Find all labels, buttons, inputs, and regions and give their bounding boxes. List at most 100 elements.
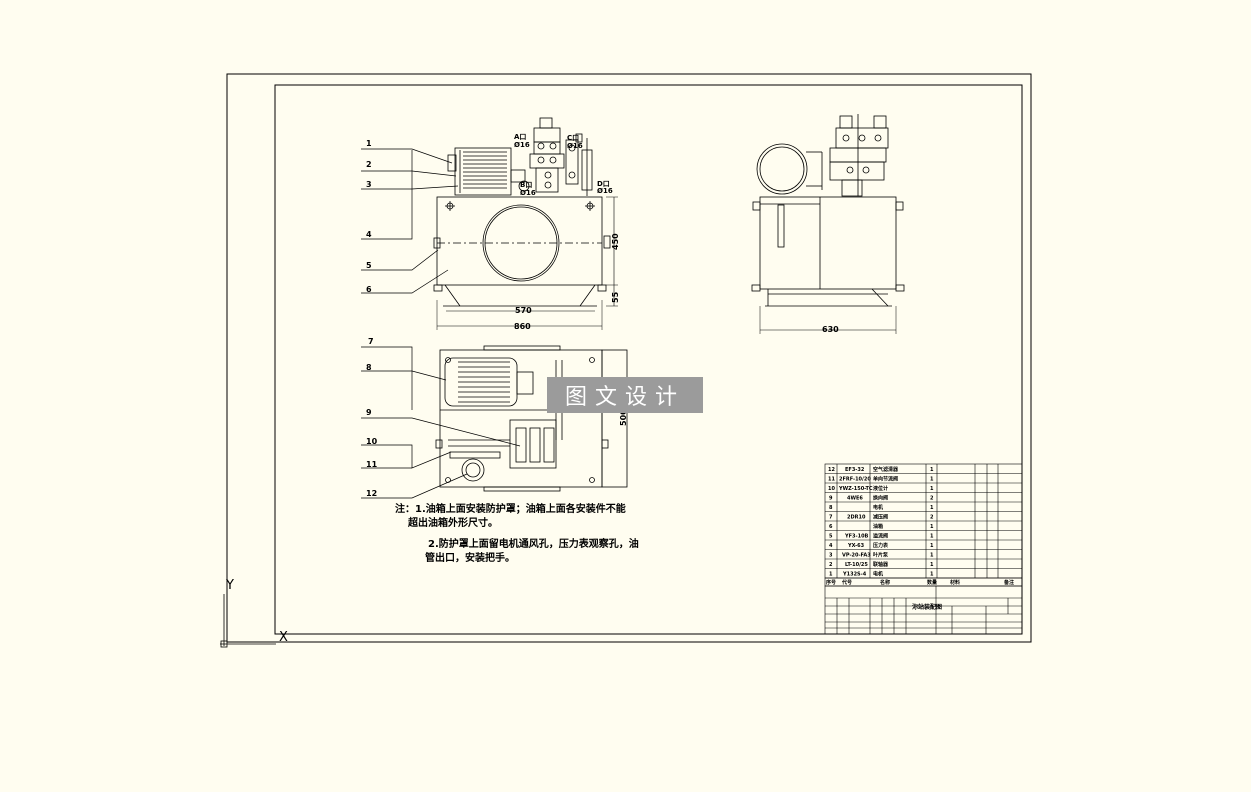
dimension-height: 450 bbox=[611, 233, 620, 250]
table-row: 1 Y132S-4 电机 1 bbox=[829, 571, 934, 578]
table-row: 5 YF3-10B 溢流阀 1 bbox=[829, 533, 934, 540]
parts-list-rows: 12 EF3-32 空气滤清器 1 11 2FRF-10/20 单向节流阀 1 … bbox=[828, 466, 934, 578]
part-code: YWZ-150-TC bbox=[838, 486, 873, 492]
part-name: 空气滤清器 bbox=[873, 466, 899, 473]
part-code: LT-10/25 bbox=[845, 562, 868, 568]
drawing-name: 沵站装配图 bbox=[912, 603, 942, 611]
parts-list-header bbox=[824, 577, 1023, 587]
header-cell: 名称 bbox=[880, 579, 890, 586]
table-row: 10 YWZ-150-TC 液位计 1 bbox=[828, 485, 934, 492]
part-qty: 1 bbox=[930, 562, 934, 568]
header-cell: 备注 bbox=[1003, 579, 1014, 586]
part-qty: 1 bbox=[930, 524, 934, 530]
note-line-2: 超出油箱外形尺寸。 bbox=[408, 518, 498, 529]
leader-label: 2 bbox=[366, 160, 372, 169]
part-no: 12 bbox=[828, 467, 835, 473]
port-label: Ø16 bbox=[567, 142, 583, 150]
port-label: A口 bbox=[514, 133, 526, 141]
table-row: 3 VP-20-FA3 叶片泵 1 bbox=[829, 552, 934, 559]
part-name: 液位计 bbox=[873, 485, 888, 492]
part-no: 10 bbox=[828, 486, 835, 492]
part-name: 减压阀 bbox=[873, 514, 888, 521]
top-view-leaders bbox=[361, 346, 521, 499]
leader-label: 10 bbox=[366, 437, 378, 446]
part-no: 6 bbox=[829, 524, 833, 530]
part-code: EF3-32 bbox=[845, 467, 865, 473]
table-row: 12 EF3-32 空气滤清器 1 bbox=[828, 466, 934, 473]
port-label: C口 bbox=[567, 134, 579, 142]
part-no: 8 bbox=[829, 505, 833, 511]
part-code: VP-20-FA3 bbox=[842, 553, 871, 559]
outer-sheet-border bbox=[226, 73, 1032, 643]
leader-label: 11 bbox=[366, 460, 378, 469]
watermark-badge: 图文设计 bbox=[547, 377, 703, 413]
leader-label: 12 bbox=[366, 489, 377, 498]
front-view-dimension-text: 570 860 450 55 bbox=[514, 233, 620, 331]
part-qty: 1 bbox=[930, 486, 934, 492]
leader-label: 1 bbox=[366, 139, 372, 148]
part-no: 7 bbox=[829, 515, 833, 521]
header-cell: 序号 bbox=[825, 579, 836, 586]
table-row: 2 LT-10/25 联轴器 1 bbox=[829, 561, 934, 568]
front-view bbox=[433, 117, 618, 330]
ucs-y-label: Y bbox=[225, 578, 234, 593]
port-label: D口 bbox=[597, 180, 610, 188]
port-label: Ø16 bbox=[514, 141, 530, 149]
part-code: Y132S-4 bbox=[842, 572, 867, 578]
table-row: 8 电机 1 bbox=[829, 504, 934, 511]
side-view bbox=[751, 114, 905, 334]
dimension-inner-width: 570 bbox=[515, 306, 532, 315]
top-view-dimension-depth: 500 bbox=[619, 409, 628, 426]
parts-list-table bbox=[824, 463, 1023, 579]
port-label: Ø16 bbox=[520, 189, 536, 197]
table-row: 9 4WE6 换向阀 2 bbox=[829, 495, 934, 502]
leader-label: 9 bbox=[366, 408, 372, 417]
ucs-icon bbox=[220, 594, 276, 648]
front-view-leader-labels: 1 2 3 4 5 6 bbox=[366, 139, 372, 294]
part-no: 4 bbox=[829, 543, 833, 549]
part-no: 5 bbox=[829, 534, 833, 540]
dimension-foot-height: 55 bbox=[611, 291, 620, 303]
part-qty: 1 bbox=[930, 505, 934, 511]
inner-drawing-frame bbox=[274, 84, 1023, 635]
part-qty: 1 bbox=[930, 553, 934, 559]
title-block bbox=[824, 585, 1023, 635]
front-view-port-labels: A口 Ø16 C口 Ø16 B口 Ø16 D口 Ø16 bbox=[514, 133, 613, 197]
part-name: 叶片泵 bbox=[873, 552, 889, 559]
table-row: 6 油箱 1 bbox=[829, 523, 934, 530]
parts-list-header-text: 序号 代号 名称 数量 材料 备注 bbox=[825, 579, 1014, 586]
part-qty: 1 bbox=[930, 467, 934, 473]
part-name: 溢流阀 bbox=[873, 533, 888, 540]
part-no: 3 bbox=[829, 553, 833, 559]
part-name: 电机 bbox=[873, 504, 883, 511]
top-view bbox=[435, 345, 628, 492]
note-line-3: 2.防护罩上面留电机通风孔，压力表观察孔，油 bbox=[428, 539, 639, 550]
part-qty: 1 bbox=[930, 477, 934, 483]
part-name: 联轴器 bbox=[873, 561, 889, 568]
part-qty: 1 bbox=[930, 572, 934, 578]
header-cell: 数量 bbox=[927, 579, 937, 586]
port-label: B口 bbox=[520, 181, 532, 189]
ucs-x-label: X bbox=[279, 630, 288, 645]
part-name: 压力表 bbox=[873, 542, 889, 549]
part-name: 电机 bbox=[873, 571, 883, 578]
part-no: 9 bbox=[829, 496, 833, 502]
part-code: YX-63 bbox=[847, 543, 865, 549]
part-name: 换向阀 bbox=[873, 495, 888, 502]
part-code: YF3-10B bbox=[844, 534, 869, 540]
part-qty: 2 bbox=[930, 496, 934, 502]
note-line-4: 管出口，安装把手。 bbox=[425, 553, 515, 564]
header-cell: 材料 bbox=[950, 579, 960, 586]
front-view-leaders bbox=[361, 148, 459, 294]
part-no: 1 bbox=[829, 572, 833, 578]
part-qty: 1 bbox=[930, 534, 934, 540]
part-qty: 2 bbox=[930, 515, 934, 521]
leader-label: 8 bbox=[366, 363, 372, 372]
leader-label: 6 bbox=[366, 285, 372, 294]
part-qty: 1 bbox=[930, 543, 934, 549]
table-row: 7 2DR10 减压阀 2 bbox=[829, 514, 934, 521]
top-view-leader-labels: 7 8 9 10 11 12 bbox=[366, 337, 378, 498]
part-no: 2 bbox=[829, 562, 833, 568]
note-line-1: 注：1.油箱上面安装防护罩；油箱上面各安装件不能 bbox=[395, 504, 626, 515]
